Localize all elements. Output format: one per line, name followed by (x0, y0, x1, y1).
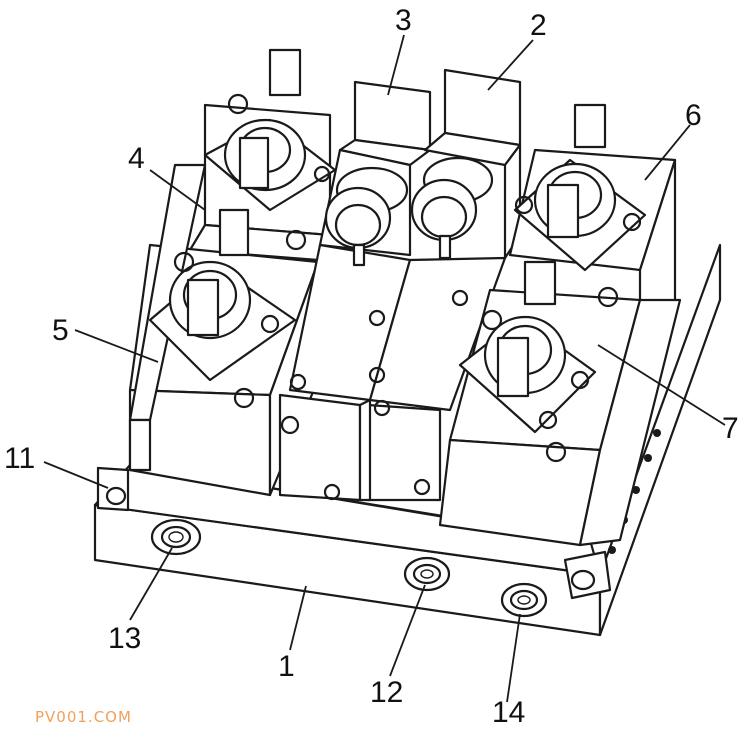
center-screws (280, 289, 469, 501)
center-knob-right (410, 156, 494, 260)
port-12 (403, 556, 451, 592)
clamp-left-front (148, 208, 297, 409)
clamp-right-front (458, 260, 597, 463)
callout-labels: 3 2 4 5 6 7 11 13 1 12 14 (4, 4, 739, 729)
callout-4: 4 (128, 142, 145, 175)
locating-pin-right (563, 550, 612, 600)
center-column (278, 243, 507, 502)
port-14 (500, 582, 548, 618)
callout-14: 14 (492, 696, 525, 729)
left-rail (128, 163, 207, 472)
locating-pin-left (96, 466, 130, 512)
callout-7: 7 (722, 412, 739, 445)
leader-lines (43, 34, 726, 703)
callout-13: 13 (108, 622, 141, 655)
watermark: PV001.COM (35, 708, 132, 726)
callout-1: 1 (278, 650, 295, 683)
center-valve-2 (423, 68, 522, 260)
callout-2: 2 (530, 9, 547, 42)
port-13 (150, 518, 202, 556)
callout-3: 3 (395, 4, 412, 37)
callout-6: 6 (685, 99, 702, 132)
callout-11: 11 (4, 442, 35, 475)
callout-12: 12 (370, 676, 403, 709)
clamp-right-rear (513, 103, 647, 308)
center-knob-left (324, 166, 409, 267)
callout-5: 5 (52, 314, 69, 347)
clamp-left-rear (203, 48, 337, 251)
